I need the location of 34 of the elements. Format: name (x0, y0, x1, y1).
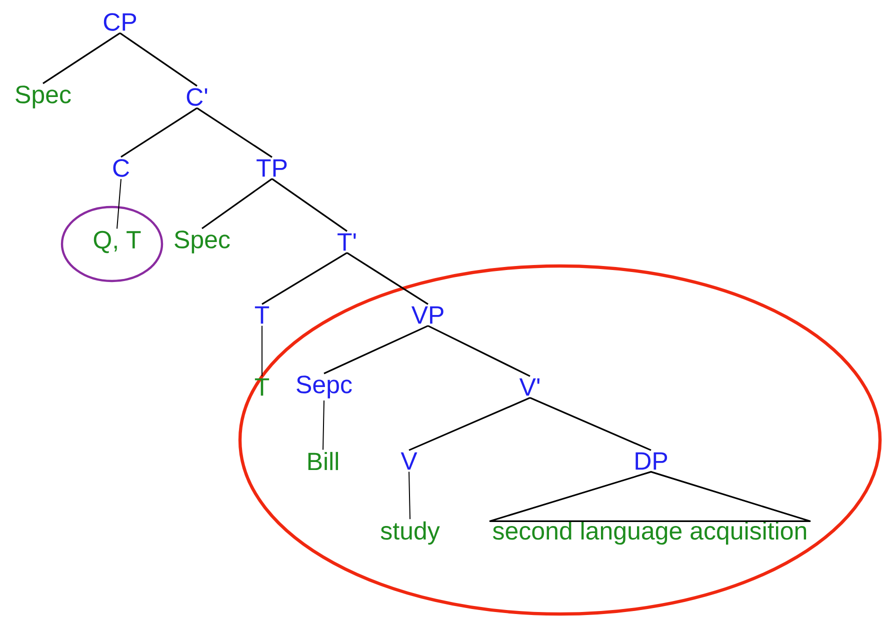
category-label: DP (636, 452, 668, 470)
roof-triangle (489, 471, 811, 522)
word-label: Spec (16, 86, 71, 108)
word-label: Spec (174, 230, 230, 254)
branch-line (322, 400, 324, 450)
branch-line (324, 325, 428, 374)
branch-line (530, 397, 652, 451)
word-label: Bill (308, 452, 338, 470)
category-label: V (400, 452, 418, 470)
branch-line (272, 178, 348, 232)
category-label: T (254, 306, 270, 324)
word-label: Q, T (94, 230, 141, 254)
category-label: C' (186, 88, 208, 106)
branch-line (262, 252, 348, 305)
branch-line (202, 178, 272, 230)
category-label: CP (104, 13, 136, 31)
branch-line (120, 32, 198, 87)
word-label: second language acquisition (492, 521, 806, 545)
category-label: C (113, 159, 130, 177)
branch-line (408, 397, 530, 451)
branch-line (196, 107, 272, 158)
category-label: T' (338, 233, 356, 251)
branch-line (120, 107, 198, 158)
branch-line (428, 325, 530, 377)
category-label: Sepc (296, 376, 352, 398)
category-label: TP (256, 159, 287, 177)
category-label: V' (519, 378, 540, 396)
word-label: T (254, 378, 270, 396)
branch-line (42, 32, 120, 84)
branch-line (346, 252, 428, 305)
branch-line (408, 471, 410, 520)
word-label: study (380, 521, 440, 545)
category-label: VP (411, 306, 444, 324)
branch-line (116, 178, 122, 230)
